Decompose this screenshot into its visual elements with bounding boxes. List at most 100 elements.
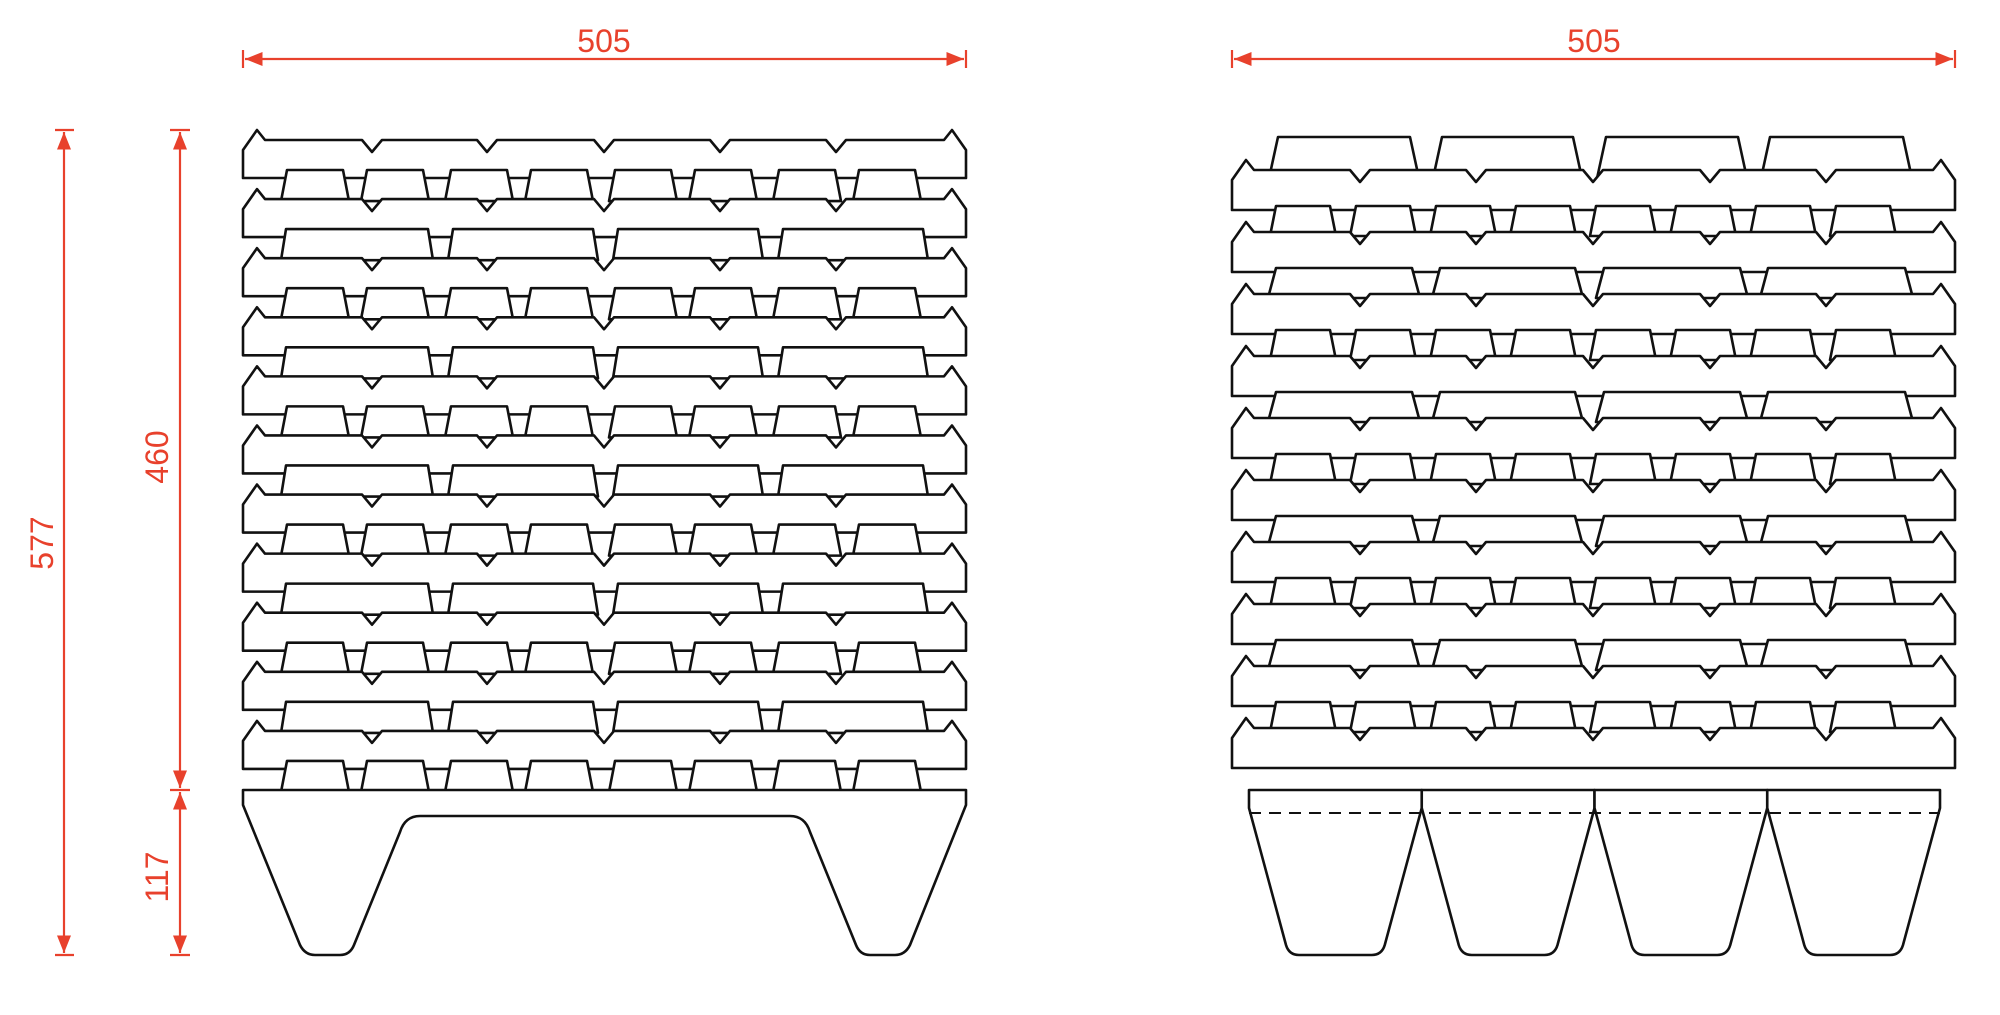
front-small-ingot	[443, 759, 515, 794]
front-small-ingot	[523, 405, 595, 439]
front-large-ingot	[611, 582, 765, 617]
front-large-ingot	[611, 227, 765, 262]
front-small-ingot	[771, 641, 843, 676]
side-base-leg	[1420, 788, 1596, 957]
front-small-ingot	[359, 168, 431, 203]
front-small-ingot	[851, 286, 923, 321]
front-large-ingot	[279, 227, 435, 262]
dimension-left-width: 505	[241, 23, 968, 68]
front-small-ingot	[771, 286, 843, 321]
side-layer-band	[1230, 654, 1957, 708]
front-layer-band	[241, 246, 968, 298]
side-layer-band	[1230, 716, 1957, 770]
side-layer-band	[1230, 530, 1957, 584]
front-small-ingot	[523, 523, 595, 557]
front-small-ingot	[687, 641, 759, 676]
front-large-ingot	[446, 227, 600, 262]
front-small-ingot	[359, 523, 431, 557]
front-small-ingot	[687, 168, 759, 203]
front-small-ingot	[607, 405, 679, 439]
side-small-ingot	[1428, 204, 1498, 238]
front-view-drawing	[241, 128, 968, 957]
front-large-ingot	[776, 700, 930, 735]
front-small-ingot	[279, 168, 351, 203]
front-small-ingot	[359, 286, 431, 321]
front-small-ingot	[523, 168, 595, 203]
front-large-ingot	[776, 464, 930, 498]
front-large-ingot	[776, 227, 930, 262]
front-small-ingot	[851, 168, 923, 203]
front-layer-band	[241, 542, 968, 593]
side-layer-band	[1230, 158, 1957, 212]
front-small-ingot	[279, 405, 351, 439]
left-width-label: 505	[577, 23, 630, 59]
front-small-ingot	[443, 523, 515, 557]
side-small-ingot	[1668, 576, 1738, 610]
front-small-ingot	[607, 523, 679, 557]
front-layer-band	[241, 601, 968, 653]
side-layer-band	[1230, 344, 1957, 398]
front-layer-band	[241, 365, 968, 416]
front-large-ingot	[611, 345, 765, 380]
total-height-label: 577	[24, 516, 60, 569]
front-large-ingot	[279, 464, 435, 498]
front-small-ingot	[523, 759, 595, 794]
front-layer-band	[241, 483, 968, 534]
front-small-ingot	[851, 641, 923, 676]
front-small-ingot	[279, 641, 351, 676]
front-small-ingot	[359, 641, 431, 676]
front-small-ingot	[607, 286, 679, 321]
side-layer-band	[1230, 592, 1957, 646]
front-large-ingot	[279, 582, 435, 617]
side-small-ingot	[1668, 204, 1738, 238]
front-large-ingot	[611, 464, 765, 498]
front-small-ingot	[687, 286, 759, 321]
side-small-ingot	[1428, 328, 1498, 362]
side-view-drawing	[1230, 135, 1957, 957]
side-small-ingot	[1428, 452, 1498, 486]
base-height-label: 117	[139, 851, 175, 902]
dimension-right-width: 505	[1230, 23, 1957, 68]
front-large-ingot	[446, 582, 600, 617]
front-small-ingot	[771, 168, 843, 203]
side-small-ingot	[1668, 700, 1738, 734]
front-small-ingot	[607, 641, 679, 676]
front-small-ingot	[607, 759, 679, 794]
front-layer-band	[241, 719, 968, 771]
front-layer-band	[241, 660, 968, 712]
front-layer-band	[241, 424, 968, 475]
side-base-leg	[1593, 788, 1769, 957]
front-large-ingot	[446, 345, 600, 380]
front-small-ingot	[279, 286, 351, 321]
front-layer-band	[241, 128, 968, 180]
side-layer-band	[1230, 406, 1957, 460]
dimension-base-height: 117	[139, 792, 190, 957]
side-pallet-base	[1247, 788, 1942, 957]
front-small-ingot	[851, 523, 923, 557]
front-large-ingot	[776, 345, 930, 380]
side-small-ingot	[1428, 700, 1498, 734]
side-small-ingot	[1668, 452, 1738, 486]
dimension-stack-height: 460	[139, 128, 190, 792]
front-large-ingot	[611, 700, 765, 735]
front-small-ingot	[443, 286, 515, 321]
side-base-leg	[1247, 788, 1424, 957]
side-small-ingot	[1668, 328, 1738, 362]
front-layer-band	[241, 187, 968, 239]
front-small-ingot	[279, 759, 351, 794]
dimension-total-height: 577	[24, 128, 74, 957]
front-small-ingot	[443, 168, 515, 203]
front-small-ingot	[687, 523, 759, 557]
front-large-ingot	[446, 700, 600, 735]
side-small-ingot	[1428, 576, 1498, 610]
front-small-ingot	[523, 641, 595, 676]
stack-height-label: 460	[139, 430, 175, 483]
front-small-ingot	[687, 405, 759, 439]
front-small-ingot	[607, 168, 679, 203]
front-pallet-base	[241, 788, 968, 957]
side-layer-band	[1230, 220, 1957, 274]
front-small-ingot	[279, 523, 351, 557]
side-layer-band	[1230, 468, 1957, 522]
front-small-ingot	[359, 759, 431, 794]
